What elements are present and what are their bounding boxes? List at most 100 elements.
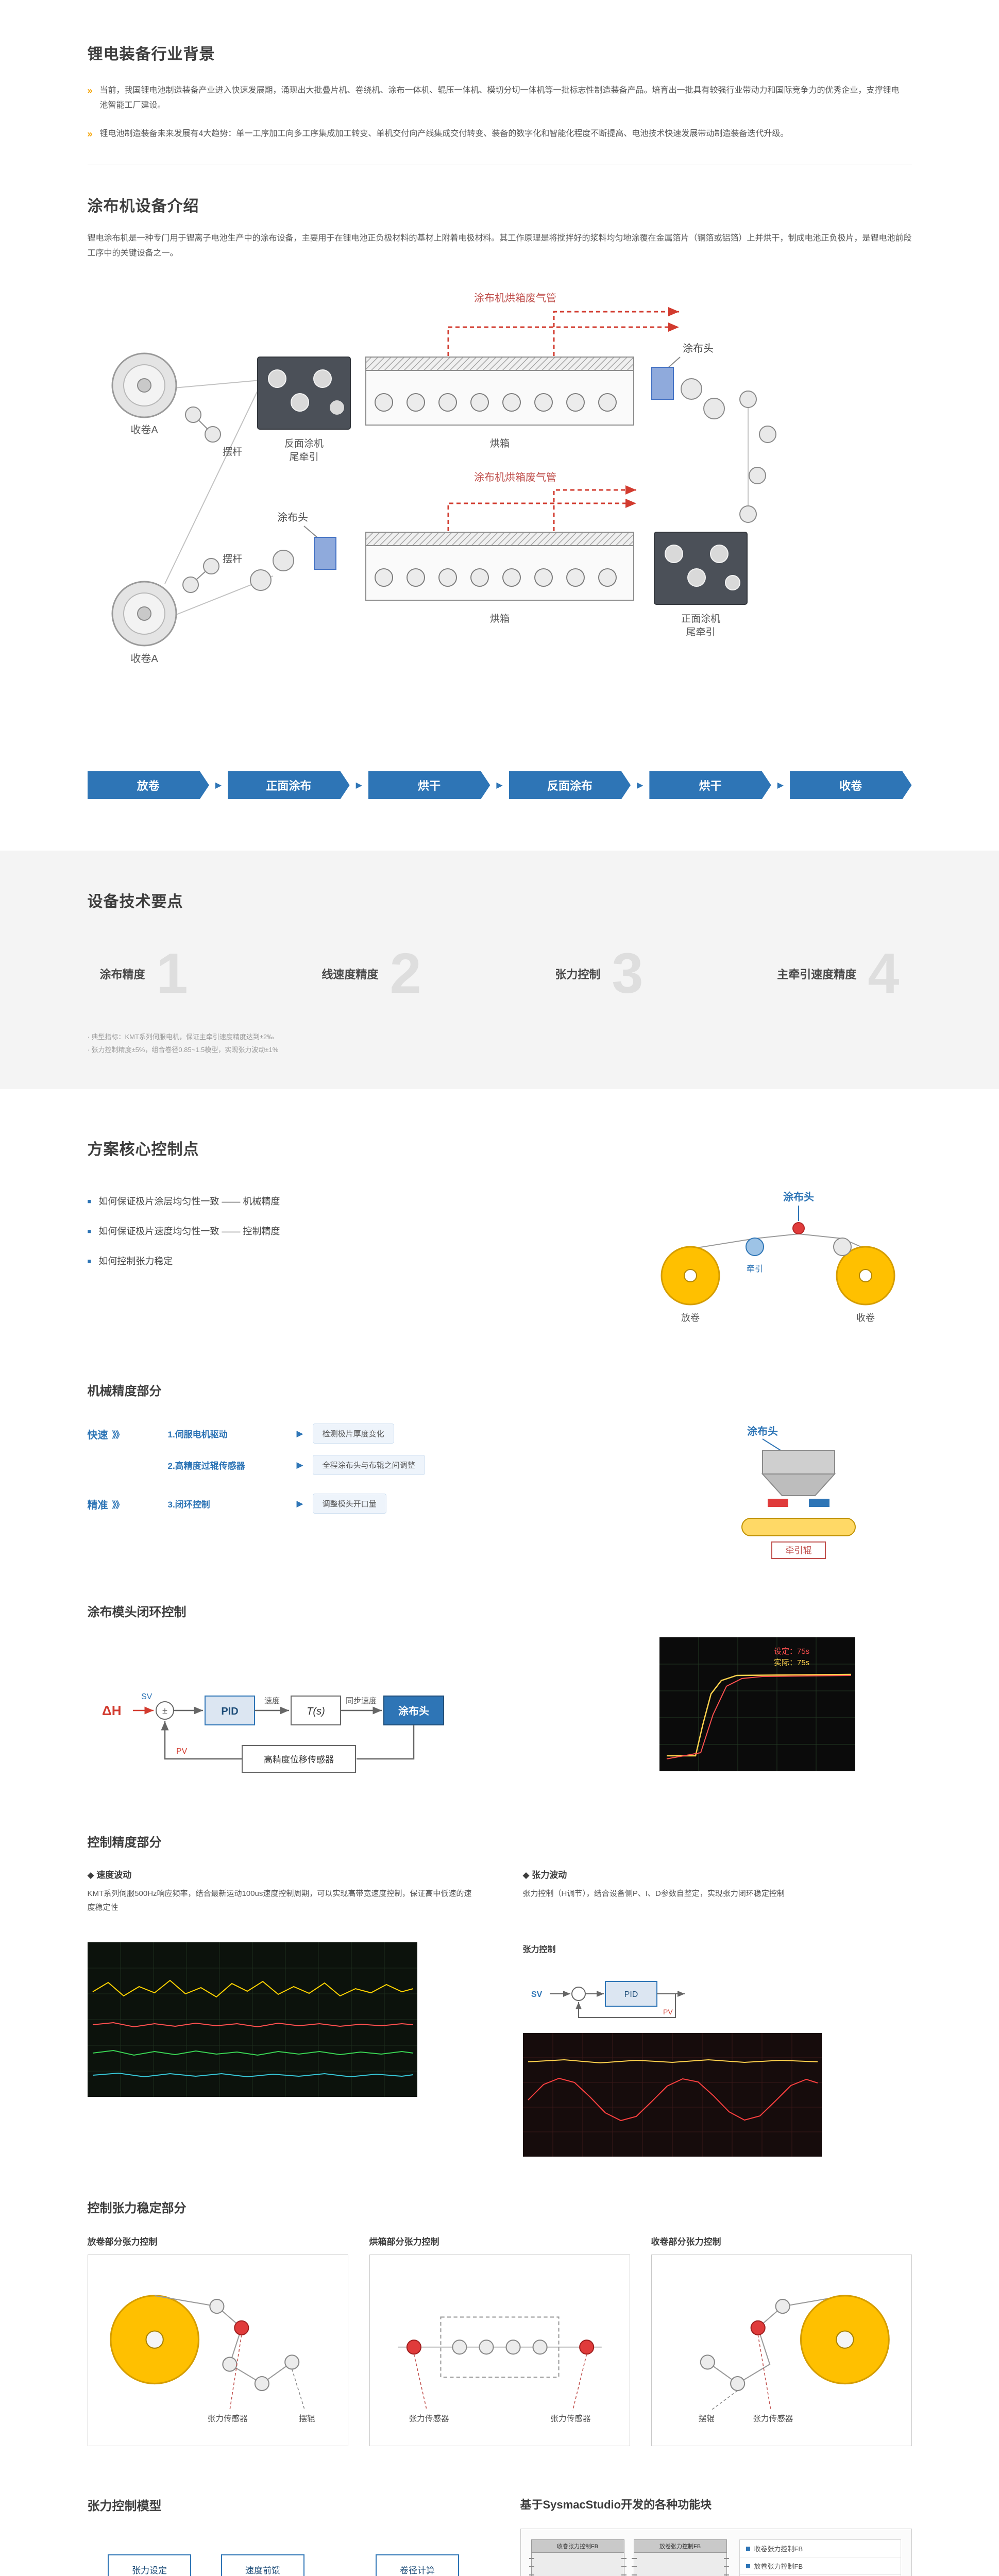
web-path-lines xyxy=(164,379,749,615)
techpoints-title: 设备技术要点 xyxy=(87,893,183,910)
coating-head-bottom: 涂布头 xyxy=(249,512,336,591)
section-mech: 机械精度部分 快速 》》 1.伺服电机驱动 ▶ 检测极片厚度变化 xyxy=(88,1337,912,1562)
function-block: 收卷张力控制FB xyxy=(529,2539,627,2576)
sensor-label: 高精度位移传感器 xyxy=(264,1755,334,1765)
exhaust-top-label: 涂布机烘箱废气管 xyxy=(474,292,556,304)
section-techpoints: 设备技术要点 涂布精度 1 线速度精度 2 张力控制 3 主牵引速度精度 4 xyxy=(0,850,999,1090)
dancer-label: 摆辊 xyxy=(698,2414,715,2424)
chevrons-icon: 》》 xyxy=(112,1430,124,1440)
head-top-label: 涂布头 xyxy=(683,343,714,354)
tension-title: 控制张力稳定部分 xyxy=(87,2201,187,2216)
speed-trace-cyan xyxy=(92,2073,413,2078)
fb-item-icon xyxy=(746,2564,750,2568)
pv-label: PV xyxy=(176,1747,188,1756)
pull-label: 牵引 xyxy=(746,1264,763,1274)
tension-model-diagram: 张力设定 速度前馈 卷径计算 张力PID调节 速度指令合成 xyxy=(107,2554,459,2576)
coating-head-block xyxy=(383,1696,444,1726)
roller-icon xyxy=(209,2299,224,2314)
scope-grid xyxy=(87,1942,417,2097)
exhaust-bottom-pipes xyxy=(447,485,636,531)
industry-title: 锂电装备行业背景 xyxy=(87,46,215,63)
section-closedloop: 涂布模头闭环控制 ΔH SV ± PID 速度 T(s) xyxy=(88,1562,912,1792)
front-tail-unit: 正面涂机 尾牵引 xyxy=(653,531,748,638)
rewind-a-bottom-label: 收卷A xyxy=(130,653,158,665)
mech-item-desc: 调整模头开口量 xyxy=(312,1494,386,1514)
tension-loop-mini-diagram: SV PID PV xyxy=(531,1981,685,2019)
square-bullet-icon: ■ xyxy=(87,1227,92,1235)
techpoint-number: 3 xyxy=(612,941,644,1005)
die-nozzle-icon xyxy=(761,1473,836,1497)
coater-diagram: 收卷A 摆杆 反面涂机 尾牵引 xyxy=(111,292,776,665)
coating-point-icon xyxy=(792,1222,805,1235)
backing-roller-icon xyxy=(741,1518,856,1537)
precision-tension-col: ◆ 张力波动 张力控制（H调节），结合设备侧P、I、D参数自整定，实现张力闭环稳… xyxy=(522,1868,912,2157)
flow-arrow-icon: ▶ xyxy=(355,781,362,790)
roller-label-box xyxy=(771,1541,826,1560)
mech-title: 机械精度部分 xyxy=(87,1384,162,1399)
techpoint-label: 涂布精度 xyxy=(99,968,145,981)
techpoint-label: 线速度精度 xyxy=(321,968,379,981)
core-control-diagram: 涂布头 放卷 牵引 收卷 xyxy=(661,1191,895,1323)
roller-icon xyxy=(532,2340,548,2355)
core-head-label: 涂布头 xyxy=(783,1191,814,1203)
roller-icon xyxy=(222,2357,237,2372)
delta-h-label: ΔH xyxy=(102,1703,121,1718)
unwind-tension-diagram: 张力传感器 摆辊 xyxy=(109,2295,315,2424)
exhaust-bottom-label: 涂布机烘箱废气管 xyxy=(474,471,556,483)
dancer-label: 摆辊 xyxy=(299,2414,315,2424)
mech-items: 快速 》》 1.伺服电机驱动 ▶ 检测极片厚度变化 2.高精度过辊传感器 ▶ 全… xyxy=(88,1417,425,1562)
oven-top-label: 烘箱 xyxy=(489,438,509,449)
oven-tension-diagram: 张力传感器 张力传感器 xyxy=(397,2316,602,2424)
function-block-pins xyxy=(631,2553,729,2576)
techpoint-item: 张力控制 3 xyxy=(555,945,643,1002)
tension-sensor-icon xyxy=(406,2340,421,2355)
tension-scope-image xyxy=(522,2033,822,2157)
core-bullet-text: 如何保证极片涂层均匀性一致 —— 机械精度 xyxy=(98,1196,280,1207)
arrow-icon: ▶ xyxy=(296,1460,303,1470)
rewind-tension-title: 收卷部分张力控制 xyxy=(651,2237,721,2247)
techpoints-note: · 张力控制精度±5%，组合卷径0.85~1.5模型，实现张力波动±1% xyxy=(87,1045,279,1054)
precision-title: 控制精度部分 xyxy=(87,1836,162,1850)
flow-step-back-coat: 反面涂布 xyxy=(509,771,631,799)
mech-item-desc: 检测极片厚度变化 xyxy=(312,1423,394,1444)
flow-arrow-icon: ▶ xyxy=(215,781,222,790)
mech-group-fast: 快速 》》 1.伺服电机驱动 ▶ 检测极片厚度变化 2.高精度过辊传感器 ▶ 全… xyxy=(88,1423,425,1476)
oven-tension-panel: 烘箱部分张力控制 张力传感器 张力传感器 xyxy=(369,2234,630,2447)
die-lip-left-icon xyxy=(767,1499,788,1507)
mech-item-desc: 全程涂布头与布辊之间调整 xyxy=(312,1455,425,1476)
chevrons-icon: 》》 xyxy=(112,1500,124,1511)
rewind-label: 收卷 xyxy=(856,1313,875,1323)
arrow-icon: ▶ xyxy=(296,1498,303,1509)
roller-icon xyxy=(505,2340,521,2355)
flow-arrow-icon: ▶ xyxy=(496,781,503,790)
fb-list: 收卷张力控制FB 放卷张力控制FB 摆辊位置控制FB 卷径计算FB 锥度张力FB… xyxy=(739,2539,901,2576)
industry-bullet-text: 锂电池制造装备未来发展有4大趋势：单一工序加工向多工序集成加工转变、单机交付向产… xyxy=(99,129,789,138)
fb-library-col: 基于SysmacStudio开发的各种功能块 收卷张力控制FB 放卷张力控制FB… xyxy=(520,2496,912,2576)
fb-blocks: 收卷张力控制FB 放卷张力控制FB 摆辊位置控制FB 卷径计算FB xyxy=(529,2539,729,2576)
techpoint-number: 1 xyxy=(156,941,188,1005)
flow-step-unwind: 放卷 xyxy=(88,771,209,799)
sum-sign: ± xyxy=(162,1706,167,1716)
core-bullet: ■ 如何保证极片涂层均匀性一致 —— 机械精度 xyxy=(88,1194,280,1208)
unwind-label: 放卷 xyxy=(681,1313,700,1323)
dancer-roller-icon xyxy=(284,2354,299,2370)
core-bullets: ■ 如何保证极片涂层均匀性一致 —— 机械精度 ■ 如何保证极片速度均匀性一致 … xyxy=(88,1183,280,1267)
idle-roller-icon xyxy=(833,1238,852,1257)
techpoint-label: 张力控制 xyxy=(555,968,601,981)
transfer-label: T(s) xyxy=(307,1706,325,1717)
core-bullet: ■ 如何控制张力稳定 xyxy=(88,1254,280,1267)
oven-top-rollers xyxy=(374,393,617,412)
speed-scope-image xyxy=(87,1942,417,2097)
industry-bullet-text: 当前，我国锂电池制造装备产业进入快速发展期，涌现出大批叠片机、卷绕机、涂布一体机… xyxy=(99,86,900,110)
right-roller-chain xyxy=(739,390,776,523)
section-precision: 控制精度部分 ◆ 速度波动 KMT系列伺服500Hz响应频率，结合最新运动100… xyxy=(87,1792,912,2157)
speed-fluctuation-tag: ◆ 速度波动 xyxy=(87,1870,132,1880)
tension-fluctuation-text: 张力控制（H调节），结合设备侧P、I、D参数自整定，实现张力闭环稳定控制 xyxy=(522,1889,785,1899)
sensor-block xyxy=(241,1745,356,1773)
function-block-name: 放卷张力控制FB xyxy=(634,2540,726,2553)
tension-fluctuation-tag: ◆ 张力波动 xyxy=(522,1870,567,1880)
graph-grid xyxy=(659,1637,855,1772)
sv-label: SV xyxy=(141,1692,153,1701)
fb-item-icon xyxy=(746,2546,750,2551)
